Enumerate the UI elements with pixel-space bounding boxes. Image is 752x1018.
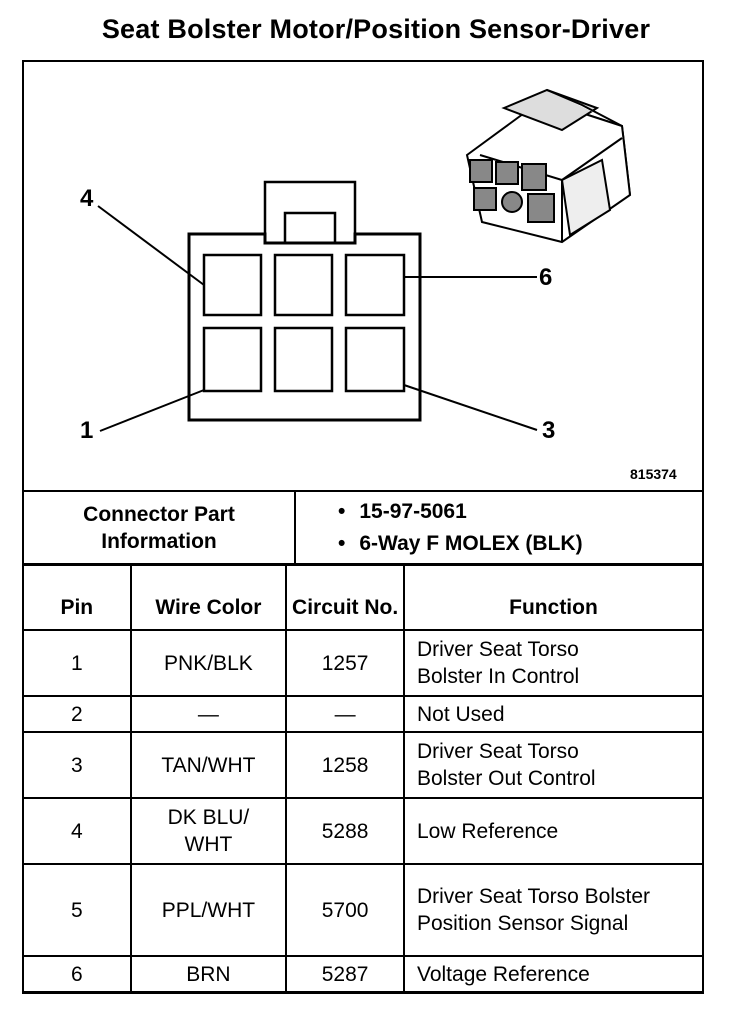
connector-face (187, 180, 422, 422)
connector-diagram: 4 6 1 3 (80, 88, 632, 444)
connector-type: 6-Way F MOLEX (BLK) (338, 528, 694, 560)
connector-info-values: 15-97-5061 6-Way F MOLEX (BLK) (294, 490, 704, 566)
function-cell: Driver Seat Torso Bolster In Control (402, 629, 705, 697)
pin-cell: 1 (22, 629, 132, 697)
connector-isometric-illustration (465, 88, 632, 244)
leader-lines (97, 205, 538, 432)
pin-cell: 6 (22, 955, 132, 993)
function-cell: Not Used (402, 695, 705, 733)
function-cell: Driver Seat Torso Bolster Position Senso… (402, 863, 705, 957)
page-title: Seat Bolster Motor/Position Sensor-Drive… (101, 14, 651, 44)
latch-window (283, 211, 337, 245)
table-row: 6 BRN 5287 Voltage Reference (22, 955, 705, 993)
header-pin: Pin (22, 563, 132, 631)
callout-3: 3 (542, 417, 555, 444)
cavity-4 (202, 253, 263, 317)
leader-pin-3 (403, 384, 538, 431)
cavity-5 (273, 253, 334, 317)
table-row: 1 PNK/BLK 1257 Driver Seat Torso Bolster… (22, 629, 705, 697)
pin-cell: 3 (22, 731, 132, 799)
pin-cell: 4 (22, 797, 132, 865)
wire-cell: BRN (129, 955, 288, 993)
header-function: Function (402, 563, 705, 631)
wire-cell: TAN/WHT (129, 731, 288, 799)
pin-cell: 2 (22, 695, 132, 733)
circuit-cell: 5700 (285, 863, 405, 957)
pin-cell: 5 (22, 863, 132, 957)
leader-pin-1 (99, 389, 205, 432)
part-number: 15-97-5061 (338, 496, 694, 528)
cavity-3 (344, 326, 406, 393)
header-wire-color: Wire Color (129, 563, 288, 631)
leader-pin-4 (97, 205, 205, 286)
cavity-6 (344, 253, 406, 317)
pinout-table: Pin Wire Color Circuit No. Function 1 PN… (22, 563, 705, 993)
wire-cell: PNK/BLK (129, 629, 288, 697)
header-circuit: Circuit No. (285, 563, 405, 631)
connector-latch (263, 180, 357, 243)
circuit-cell: 5287 (285, 955, 405, 993)
circuit-cell: 1257 (285, 629, 405, 697)
table-row: 2 — — Not Used (22, 695, 705, 733)
callout-1: 1 (80, 417, 93, 444)
circuit-cell: — (285, 695, 405, 733)
table-row: 3 TAN/WHT 1258 Driver Seat Torso Bolster… (22, 731, 705, 799)
callout-6: 6 (539, 264, 552, 291)
function-cell: Driver Seat Torso Bolster Out Control (402, 731, 705, 799)
table-header-row: Pin Wire Color Circuit No. Function (22, 563, 705, 631)
function-cell: Voltage Reference (402, 955, 705, 993)
wire-cell: — (129, 695, 288, 733)
connector-info-table: Connector Part Information 15-97-5061 6-… (22, 490, 704, 566)
table-row: 4 DK BLU/ WHT 5288 Low Reference (22, 797, 705, 865)
wire-cell: DK BLU/ WHT (129, 797, 288, 865)
cavity-1 (202, 326, 263, 393)
connector-housing (187, 232, 422, 422)
circuit-cell: 5288 (285, 797, 405, 865)
figure-number: 815374 (630, 466, 677, 482)
circuit-cell: 1258 (285, 731, 405, 799)
connector-info-label: Connector Part Information (22, 490, 296, 566)
function-cell: Low Reference (402, 797, 705, 865)
table-row: 5 PPL/WHT 5700 Driver Seat Torso Bolster… (22, 863, 705, 957)
callout-4: 4 (80, 185, 94, 212)
cavity-2 (273, 326, 334, 393)
wire-cell: PPL/WHT (129, 863, 288, 957)
